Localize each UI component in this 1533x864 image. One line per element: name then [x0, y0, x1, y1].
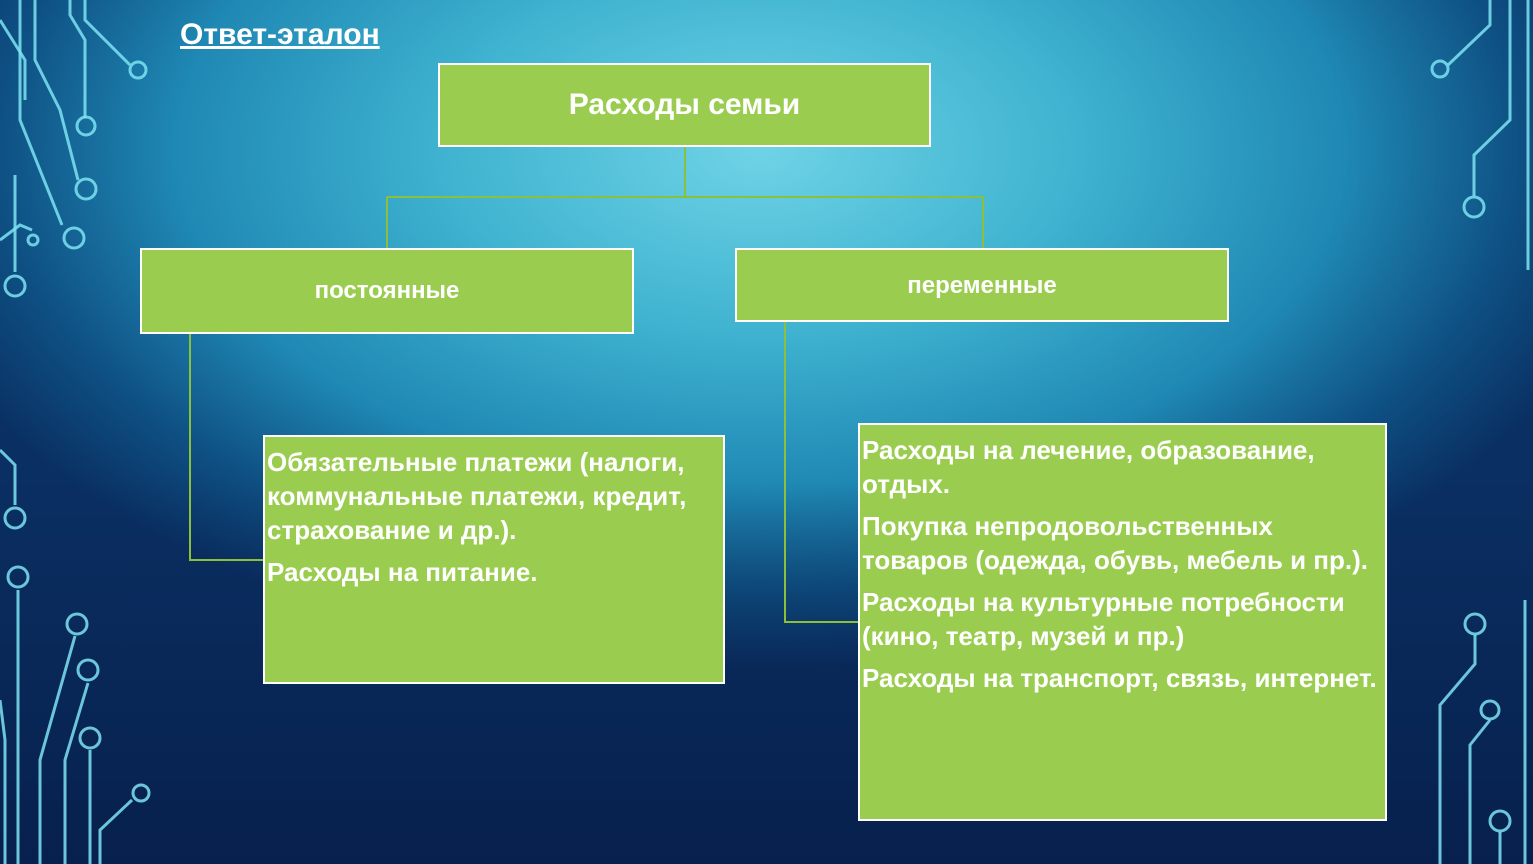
slide-title: Ответ-эталон — [180, 18, 380, 51]
leaf-node-variable-expenses: Расходы на лечение, образование, отдых. … — [858, 423, 1387, 821]
leaf-item: Расходы на культурные потребности (кино,… — [862, 587, 1345, 651]
var-leaf-connector — [784, 322, 858, 623]
const-leaf-connector — [189, 334, 263, 561]
branch-node-constant: постоянные — [140, 248, 634, 334]
branch-node-variable-label: переменные — [907, 272, 1057, 299]
leaf-item: Расходы на транспорт, связь, интернет. — [862, 663, 1377, 693]
leaf-item: Расходы на лечение, образование, отдых. — [862, 435, 1315, 499]
branch-node-constant-label: постоянные — [314, 277, 460, 304]
branch-node-variable: переменные — [735, 248, 1229, 322]
leaf-item: Расходы на питание. — [267, 557, 538, 587]
leaf-item: Покупка непродовольственных товаров (оде… — [862, 511, 1368, 575]
leaf-item: Обязательные платежи (налоги, коммунальн… — [267, 447, 687, 545]
root-node: Расходы семьи — [438, 63, 931, 147]
root-node-label: Расходы семьи — [568, 88, 801, 121]
leaf-node-constant-expenses: Обязательные платежи (налоги, коммунальн… — [263, 435, 725, 684]
